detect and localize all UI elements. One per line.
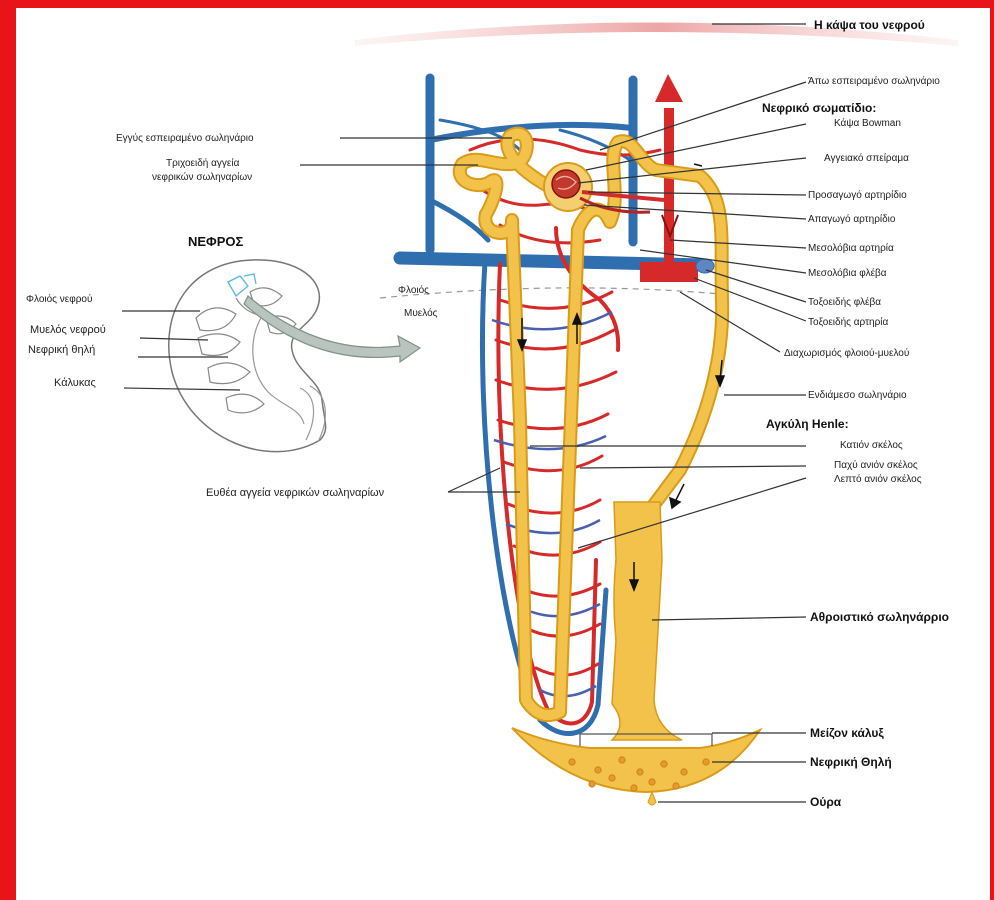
label-glomerulus: Αγγειακό σπείραμα	[824, 152, 909, 164]
corticomedullary-line	[380, 288, 720, 298]
label-calyx: Κάλυκας	[54, 377, 96, 389]
arcuate-vein-end	[696, 259, 714, 273]
label-distal-tubule: Άπω εσπειραμένο σωληνάριο	[808, 75, 940, 87]
nephron-location-mark	[228, 274, 256, 296]
label-renal-cortex: Φλοιός νεφρού	[26, 293, 92, 305]
zoom-arrow	[244, 296, 420, 362]
label-collecting-duct: Αθροιστικό σωληνάρριο	[810, 610, 949, 624]
label-vasa-recta: Ευθέα αγγεία νεφρικών σωληναρίων	[206, 487, 385, 499]
distal-convoluted-tubule	[578, 141, 722, 510]
vasa-recta-venous	[482, 262, 606, 734]
label-corticomedullary-boundary: Διαχωρισμός φλοιού-μυελού	[784, 347, 909, 359]
label-interlobar-vein: Μεσολόβια φλέβα	[808, 267, 887, 279]
label-bowman-capsule: Κάψα Bowman	[834, 117, 901, 129]
label-proximal-tubule: Εγγύς εσπειραμένο σωληνάριο	[116, 132, 254, 144]
label-arcuate-vein: Τοξοειδής φλέβα	[808, 296, 881, 308]
label-renal-medulla: Μυελός νεφρού	[30, 324, 106, 336]
label-arcuate-artery: Τοξοειδής αρτηρία	[808, 316, 888, 328]
label-medulla: Μυελός	[404, 307, 438, 319]
kidney-inset: ΝΕΦΡΟΣ Φλοιός νεφρού Μυελός νεφρού Νεφρι…	[26, 234, 420, 452]
label-thin-ascending-limb: Λεπτό ανιόν σκέλος	[834, 473, 922, 485]
label-urine: Ούρα	[810, 795, 842, 809]
label-cortex: Φλοιός	[398, 284, 429, 296]
interlobar-artery	[664, 108, 674, 262]
label-peritubular-capillaries-1: Τριχοειδή αγγεία	[166, 157, 240, 169]
kidney-title: ΝΕΦΡΟΣ	[188, 234, 244, 249]
arcuate-artery	[640, 262, 698, 282]
label-descending-limb: Κατιόν σκέλος	[840, 439, 903, 451]
urine-drop	[648, 792, 656, 805]
heading-renal-corpuscle: Νεφρικό σωματίδιο:	[762, 101, 876, 115]
kidney-outline	[169, 260, 326, 452]
label-efferent-arteriole: Απαγωγό αρτηρίδιο	[808, 213, 896, 225]
label-afferent-arteriole: Προσαγωγό αρτηρίδιο	[808, 189, 907, 201]
label-connecting-tubule: Ενδιάμεσο σωληνάριο	[808, 389, 907, 401]
label-renal-capsule: Η κάψα του νεφρού	[814, 18, 925, 32]
label-peritubular-capillaries-2: νεφρικών σωληναρίων	[152, 171, 252, 183]
label-major-calyx: Μείζον κάλυξ	[810, 726, 884, 740]
heading-loop-of-henle: Αγκύλη Henle:	[766, 417, 849, 431]
collecting-duct	[612, 502, 682, 740]
label-renal-papilla-inset: Νεφρική θηλή	[28, 344, 95, 356]
label-thick-ascending-limb: Παχύ ανιόν σκέλος	[834, 459, 918, 471]
glomerulus	[552, 170, 580, 198]
label-interlobar-artery: Μεσολόβια αρτηρία	[808, 242, 894, 254]
medullary-pyramids	[196, 288, 296, 413]
label-renal-papilla: Νεφρική Θηλή	[810, 755, 892, 769]
